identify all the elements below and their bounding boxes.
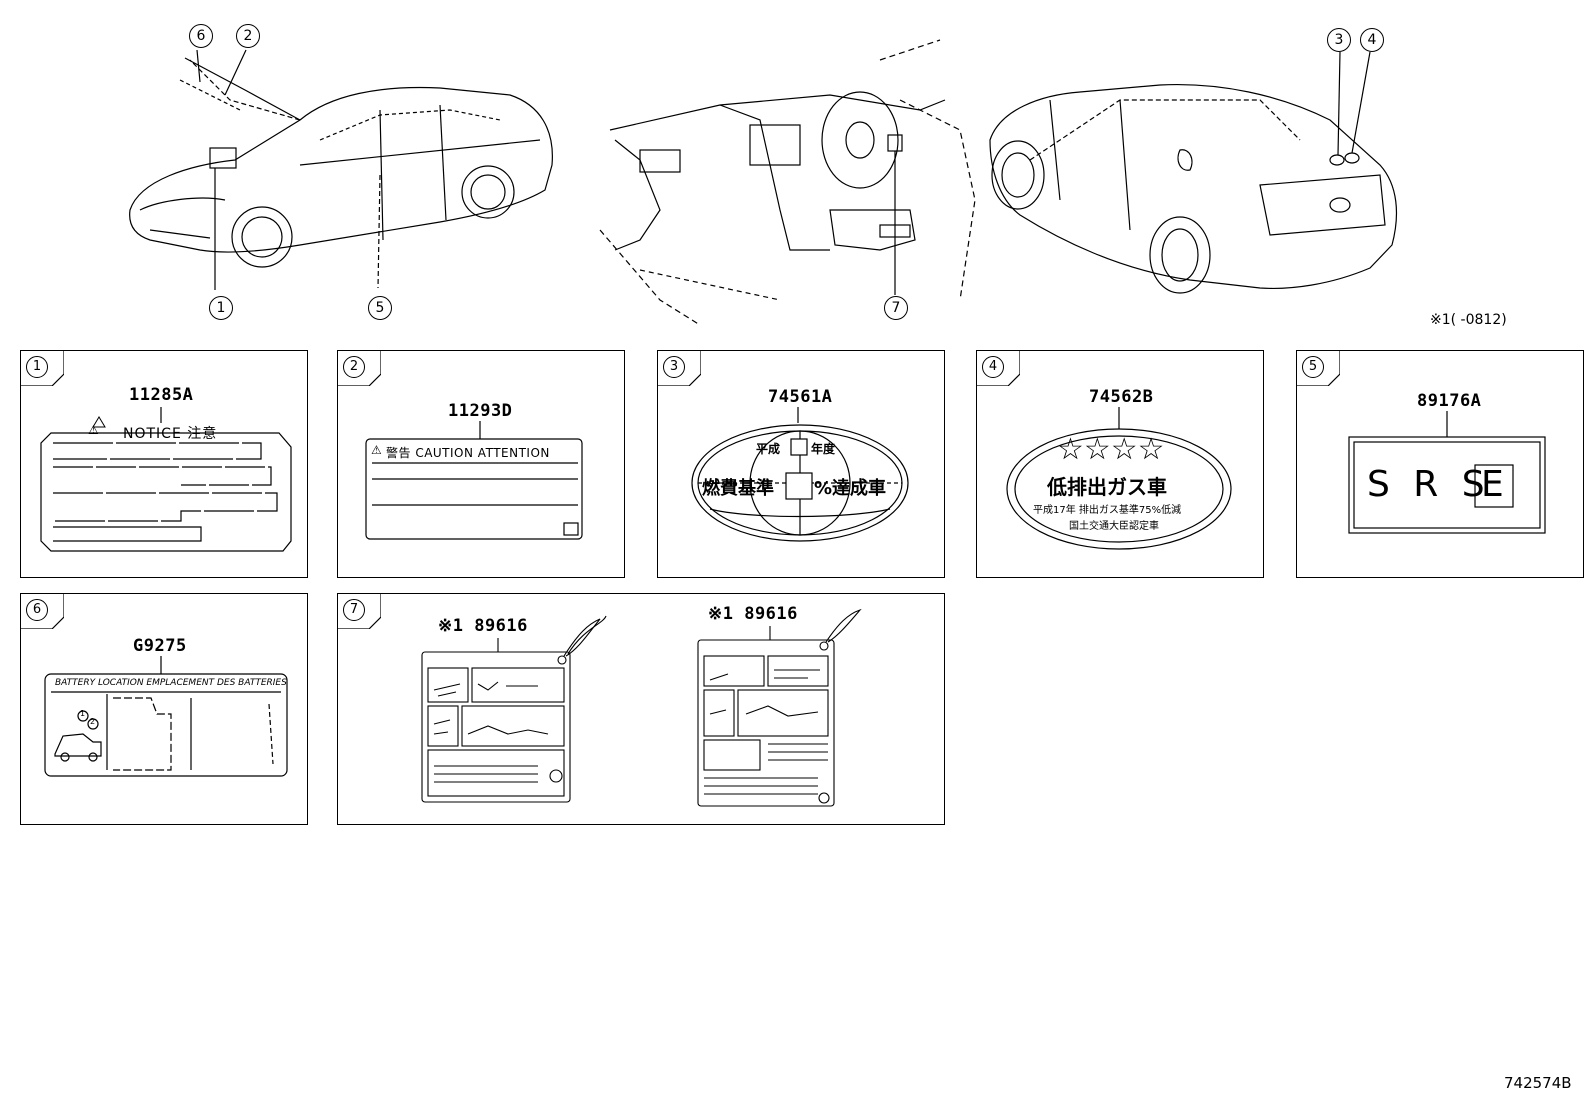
warning-triangle-icon: ⚠ xyxy=(371,443,382,457)
label-heading: 警告 CAUTION ATTENTION xyxy=(386,446,550,460)
battery-callout-2: 2 xyxy=(90,717,96,726)
panel-number: 1 xyxy=(26,356,48,378)
label-text-fuel-standard: 燃費基準 xyxy=(702,478,774,499)
front-car-illustration xyxy=(129,49,553,290)
label-text-era: 平成 xyxy=(756,442,781,456)
panel-number: 7 xyxy=(343,599,365,621)
diagram-id: 742574B xyxy=(1504,1074,1572,1092)
part-number: 11285A xyxy=(129,385,194,405)
panel-number: 4 xyxy=(982,356,1004,378)
part-number: 89176A xyxy=(1417,391,1482,411)
callout-2: 2 xyxy=(236,24,260,48)
panel-number: 3 xyxy=(663,356,685,378)
panel-1: 1 11285A NOTICE 注意 ⚠ xyxy=(20,350,308,578)
panel-number: 2 xyxy=(343,356,365,378)
label-text-achieved: %達成車 xyxy=(814,478,887,499)
part-number: 11293D xyxy=(448,401,513,421)
panel-2: 2 11293D ⚠ 警告 CAUTION ATTENTION xyxy=(337,350,625,578)
label-text-year: 年度 xyxy=(811,442,836,456)
callout-4: 4 xyxy=(1360,28,1384,52)
srs-e-text: E xyxy=(1481,464,1504,505)
callout-3: 3 xyxy=(1327,28,1351,52)
label-main-text: 低排出ガス車 xyxy=(1047,475,1167,499)
interior-illustration xyxy=(599,39,976,326)
label-heading: NOTICE 注意 xyxy=(123,426,218,442)
battery-callout-1: 1 xyxy=(80,709,86,718)
vehicle-illustrations xyxy=(129,39,1398,326)
callout-6: 6 xyxy=(189,24,213,48)
callout-1: 1 xyxy=(209,296,233,320)
panel-6: 6 G9275 BATTERY LOCATION EMPLACEMENT DES… xyxy=(20,593,308,825)
panel-3: 3 74561A 平成 年度 燃費基準 %達成車 xyxy=(657,350,945,578)
part-number: G9275 xyxy=(133,636,187,656)
label-heading: BATTERY LOCATION EMPLACEMENT DES BATTERI… xyxy=(55,678,287,688)
part-number-right: ※1 89616 xyxy=(708,604,798,624)
panel-4: 4 74562B ☆☆☆☆ 低排出ガス車 平成17年 排出ガス基準75%低減 国… xyxy=(976,350,1264,578)
footnote-reference: ※1( -0812) xyxy=(1430,312,1507,328)
part-number: 74561A xyxy=(768,387,833,407)
label-sub-text-2: 国土交通大臣認定車 xyxy=(1069,521,1159,532)
panel-7: 7 ※1 89616 ※1 89616 xyxy=(337,593,945,825)
srs-text: S R S xyxy=(1367,464,1491,505)
callout-5: 5 xyxy=(368,296,392,320)
warning-triangle-icon: ⚠ xyxy=(88,423,99,437)
part-number: 74562B xyxy=(1089,387,1154,407)
callout-7: 7 xyxy=(884,296,908,320)
rear-car-illustration xyxy=(989,51,1398,294)
star-rating-icons: ☆☆☆☆ xyxy=(1057,432,1165,467)
label-sub-text-1: 平成17年 排出ガス基準75%低減 xyxy=(1033,505,1182,516)
panel-number: 6 xyxy=(26,599,48,621)
panel-5: 5 89176A S R S E xyxy=(1296,350,1584,578)
panel-number: 5 xyxy=(1302,356,1324,378)
part-number-left: ※1 89616 xyxy=(438,616,528,636)
